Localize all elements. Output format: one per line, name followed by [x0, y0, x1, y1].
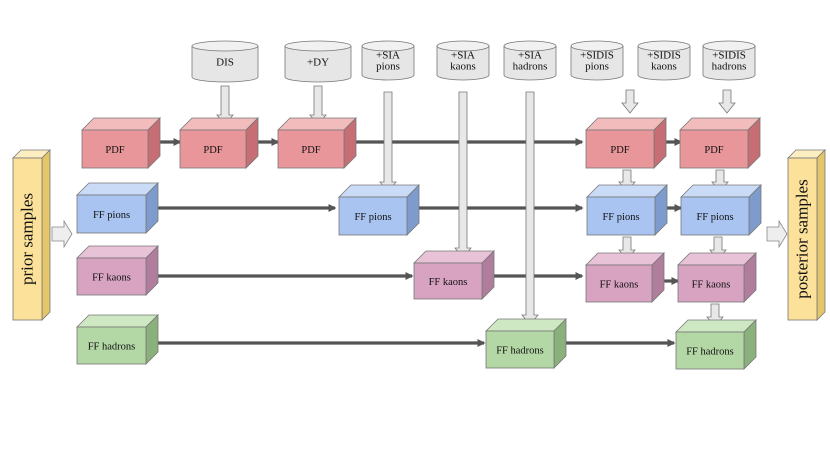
pdf-box-sidis-hadrons-label: PDF [704, 145, 723, 156]
source-label-sidis-hadrons-line1: +SIDIS [712, 50, 746, 62]
pdf-box-sidis-pions: PDF [585, 117, 667, 169]
ff-pions-box-sia-label: FF pions [354, 212, 391, 223]
prior-samples-panel: prior samples [12, 149, 51, 321]
sia-kaons-to-ff-kaons-arrow [454, 91, 472, 259]
pdf-box-dy: PDF [277, 117, 357, 169]
ff-kaons-box-sidis-pions: FF kaons [585, 252, 665, 303]
source-label-sia-kaons-line2: kaons [450, 61, 476, 73]
source-label-sidis-kaons-line2: kaons [651, 61, 677, 73]
pdf-box-sidis-pions-label: PDF [610, 145, 629, 156]
posterior-samples-panel: posterior samples [787, 149, 826, 321]
ff-kaons-box-sidis-pions-label: FF kaons [600, 280, 639, 291]
pdf-box-prior: PDF [81, 117, 161, 169]
pdf-box-dis-label: PDF [203, 145, 222, 156]
source-label-sidis-pions-line1: +SIDIS [580, 50, 614, 62]
ff-kaons-box-sia-label: FF kaons [429, 277, 468, 288]
source-cylinder-dy: +DY [284, 40, 352, 83]
pdf-box-prior-label: PDF [105, 145, 124, 156]
sidis-hadrons-to-pdf-arrow [718, 89, 736, 114]
source-label-sia-hadrons-line1: +SIA [518, 50, 542, 62]
ff-kaons-box-prior-label: FF kaons [92, 273, 131, 284]
ff-pions-box-prior: FF pions [76, 182, 159, 234]
ff-hadrons-box-sidis-label: FF hadrons [686, 347, 734, 358]
source-label-dis: DIS [216, 57, 234, 69]
pdf-box-dy-label: PDF [301, 145, 320, 156]
pdf-box-dis: PDF [179, 117, 259, 169]
ff-pions-box-sidis-hadrons-label: FF pions [696, 212, 733, 223]
source-cylinder-dis: DIS [191, 40, 259, 83]
ff-hadrons-box-sia: FF hadrons [485, 318, 567, 369]
source-label-sia-pions-line2: pions [376, 61, 400, 73]
sidis-pions-to-pdf-arrow [621, 89, 639, 114]
ff-hadrons-box-sidis: FF hadrons [675, 319, 757, 370]
prior-to-ff-arrow [51, 219, 73, 249]
pdf-box-sidis-hadrons: PDF [679, 117, 761, 169]
source-label-sia-pions-line1: +SIA [376, 50, 400, 62]
prior-samples-panel-label: prior samples [18, 193, 37, 285]
source-label-sia-hadrons-line2: hadrons [513, 61, 548, 73]
source-label-dy: +DY [307, 57, 329, 69]
ff-hadrons-box-sia-label: FF hadrons [496, 346, 544, 357]
ff-pions-box-sia: FF pions [338, 184, 420, 236]
source-label-sidis-pions-line2: pions [585, 61, 609, 73]
source-label-sia-kaons-line1: +SIA [451, 50, 475, 62]
ff-kaons-box-prior: FF kaons [76, 245, 159, 296]
ff-to-posterior-arrow [766, 219, 788, 249]
ff-kaons-box-sidis-hadrons-label: FF kaons [692, 280, 731, 291]
posterior-samples-panel-label: posterior samples [793, 179, 812, 298]
ff-pions-box-sidis-pions: FF pions [586, 184, 668, 236]
ff-hadrons-box-prior-label: FF hadrons [88, 342, 136, 353]
ff-kaons-box-sidis-hadrons: FF kaons [677, 252, 757, 303]
source-label-sidis-hadrons-line2: hadrons [712, 61, 747, 73]
ff-pions-box-prior-label: FF pions [93, 210, 130, 221]
ff-pions-box-sidis-hadrons: FF pions [680, 184, 762, 236]
ff-kaons-box-sia: FF kaons [413, 250, 495, 300]
ff-hadrons-box-prior: FF hadrons [76, 314, 159, 365]
ff-pions-box-sidis-pions-label: FF pions [602, 212, 639, 223]
source-label-sidis-kaons-line1: +SIDIS [647, 50, 681, 62]
